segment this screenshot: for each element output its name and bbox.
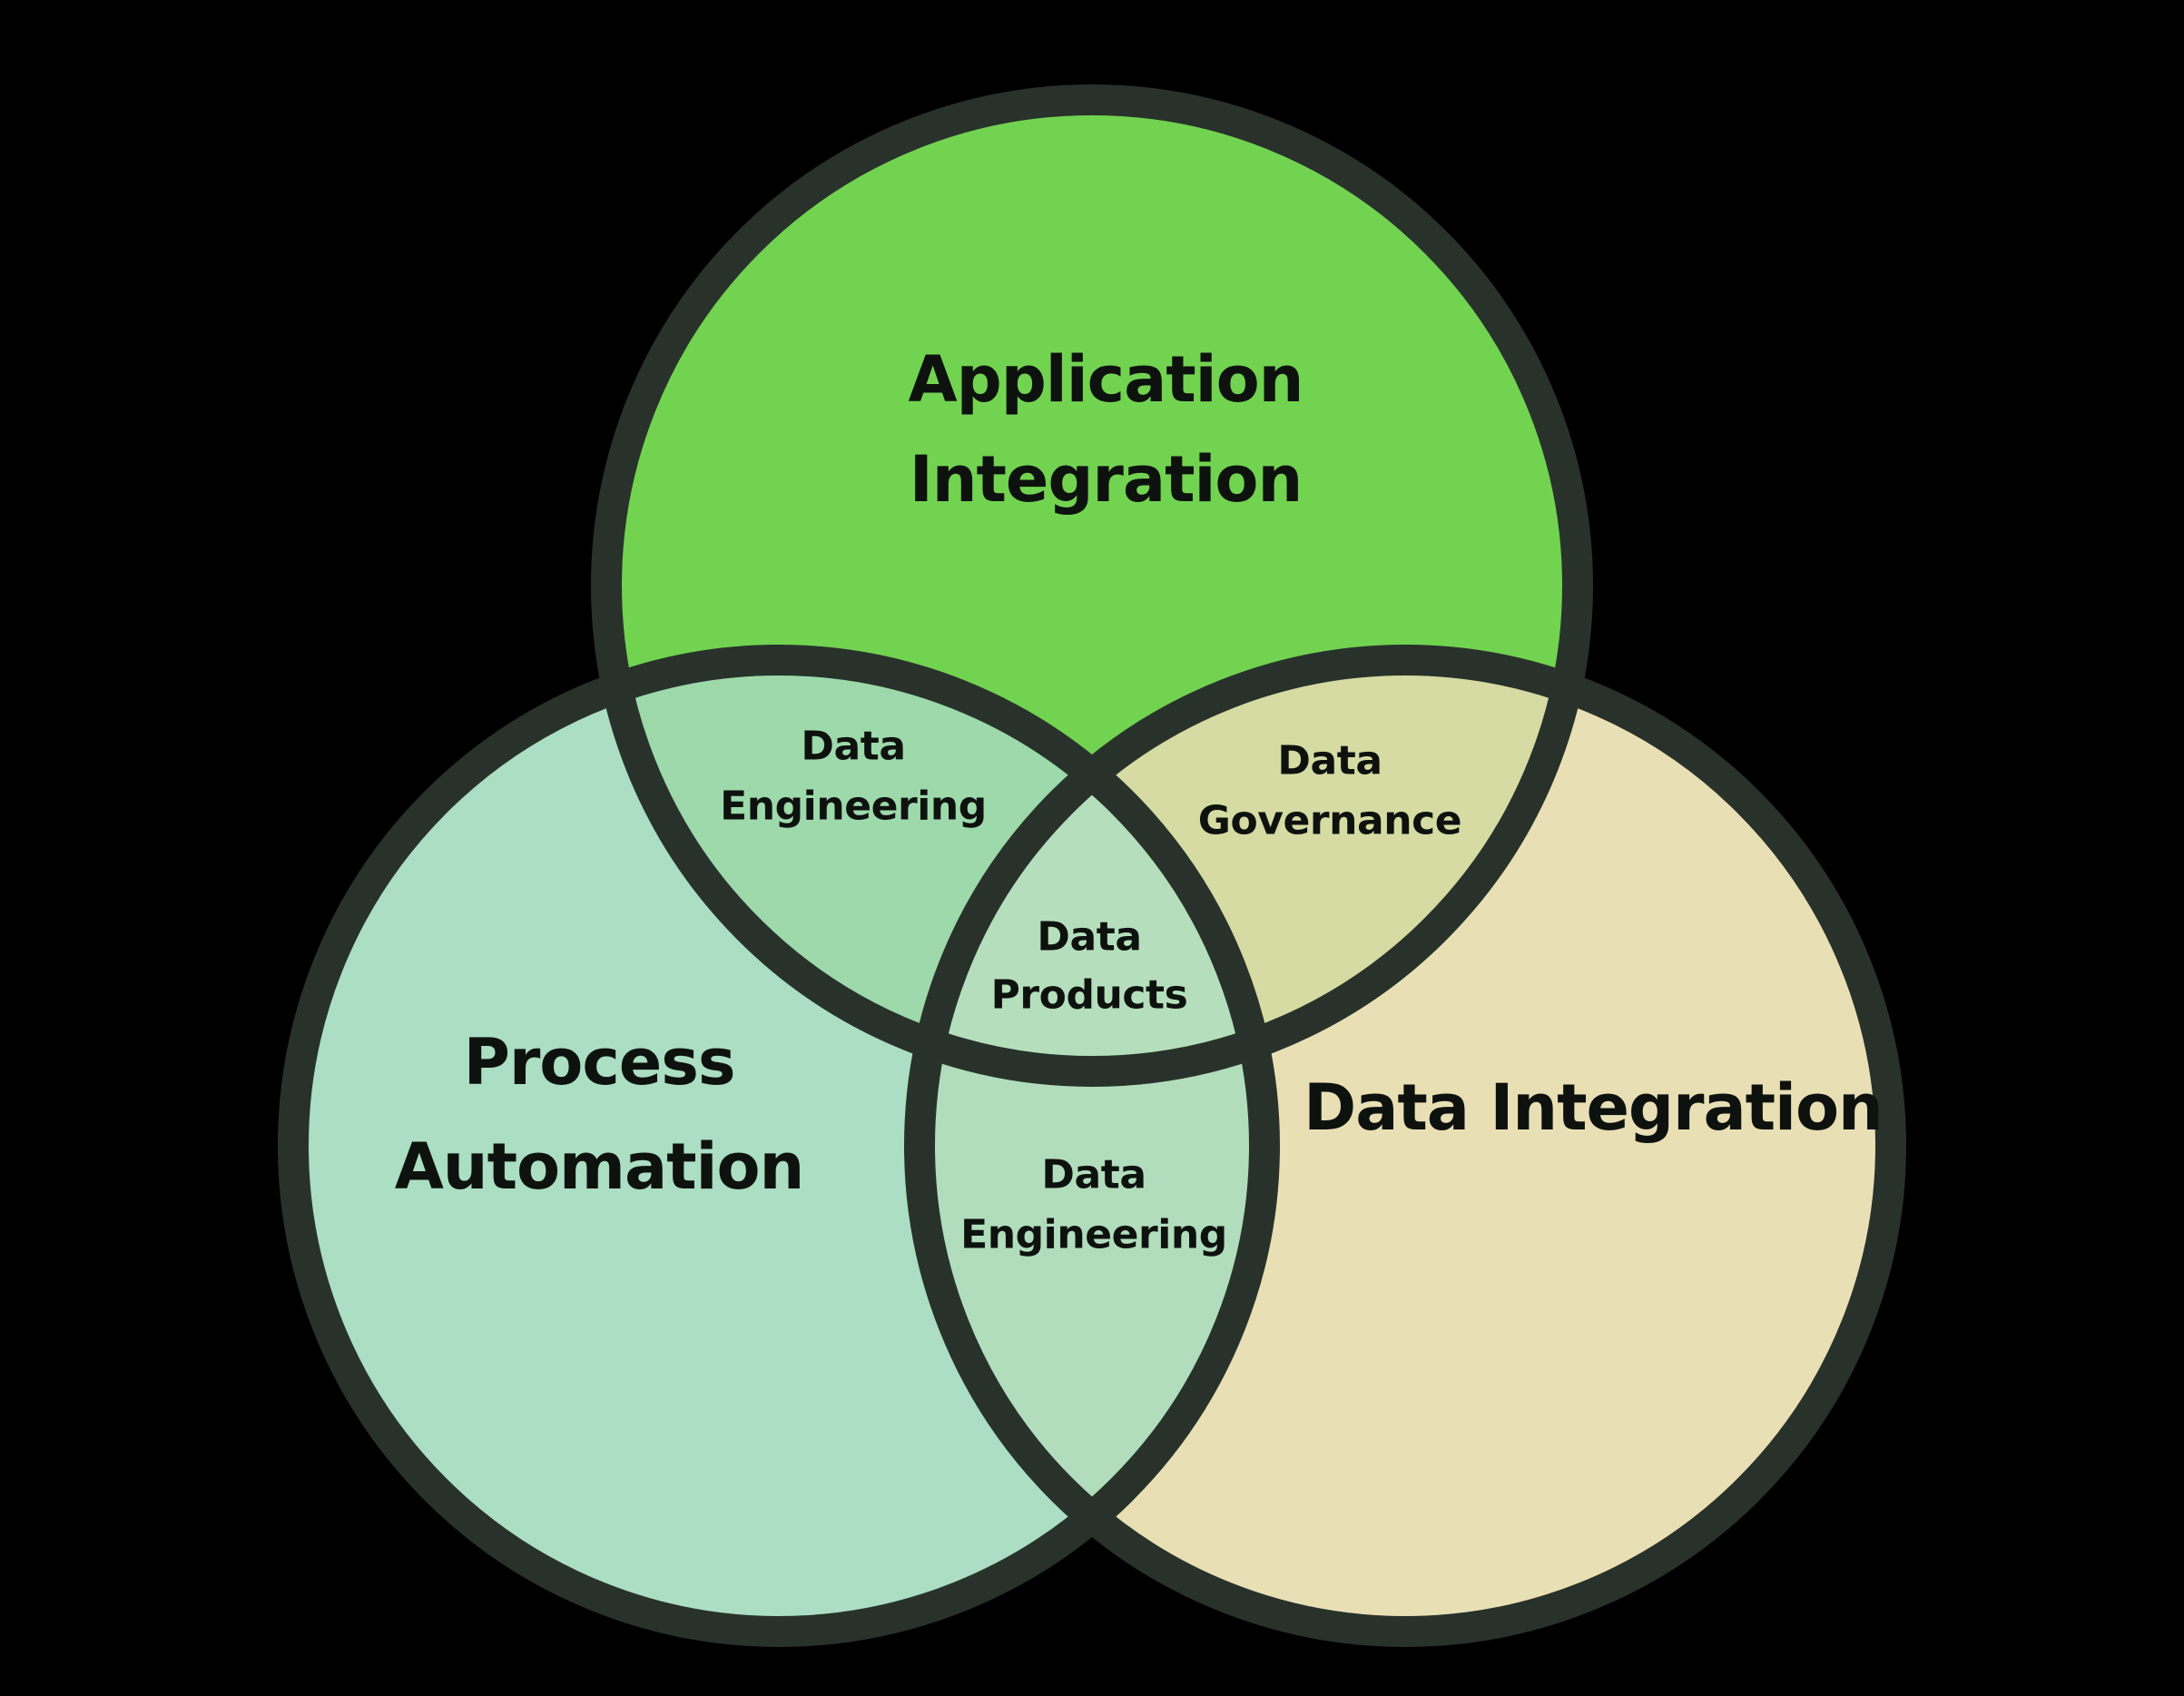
label-data-governance-line2: Governance xyxy=(1198,798,1461,844)
label-data-integration: Data Integration xyxy=(1304,1070,1883,1145)
label-data-products-line1: Data xyxy=(1037,914,1141,961)
label-data-engineering-top-line2: Engineering xyxy=(720,784,987,830)
outline-data-integration xyxy=(904,645,1906,1647)
label-data-products-line2: Products xyxy=(991,972,1188,1019)
label-data-engineering-bottom-line1: Data xyxy=(1041,1152,1146,1198)
outline-process-automation xyxy=(278,645,1280,1647)
label-data-engineering-top-line1: Data xyxy=(801,724,905,770)
label-process-automation-line1: Process xyxy=(464,1025,735,1099)
outline-application-integration xyxy=(591,84,1593,1087)
region-overlap-appint-dataint xyxy=(920,660,1578,1071)
label-application-integration-line1: Application xyxy=(909,342,1304,417)
label-process-automation-line2: Automation xyxy=(395,1129,804,1204)
region-overlap-appint-procauto xyxy=(606,660,1264,1071)
label-data-engineering-bottom-line2: Engineering xyxy=(960,1212,1227,1258)
label-data-governance-line1: Data xyxy=(1277,738,1382,784)
label-application-integration-line2: Integration xyxy=(910,442,1303,517)
